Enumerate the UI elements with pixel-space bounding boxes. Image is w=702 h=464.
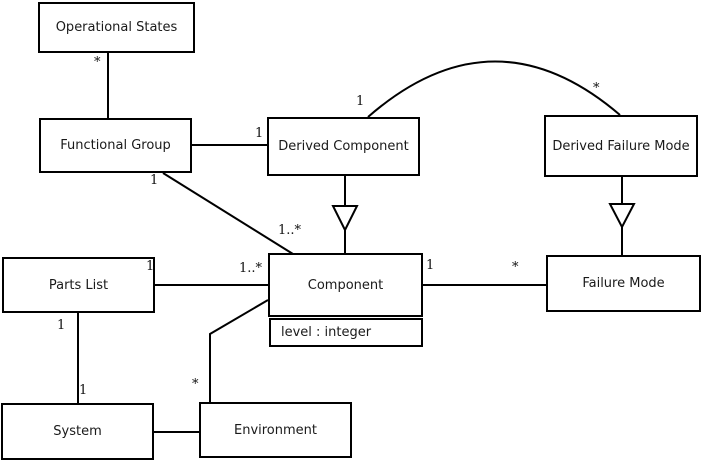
class-environment[interactable]: Environment <box>199 402 352 458</box>
class-name-label: Functional Group <box>60 138 171 153</box>
class-name-label: Operational States <box>55 20 178 35</box>
class-parts-list[interactable]: Parts List <box>2 257 155 313</box>
multiplicity-label: 1 <box>146 259 155 274</box>
multiplicity-label: * <box>593 81 600 96</box>
association-line-environment-component <box>209 299 269 402</box>
generalization-arrow-icon <box>331 205 359 233</box>
association-arc-dc-dfm <box>367 60 621 118</box>
multiplicity-label: 1 <box>150 173 159 188</box>
class-name-label: Environment <box>233 422 317 438</box>
multiplicity-label: 1 <box>79 383 88 398</box>
class-system[interactable]: System <box>1 403 154 460</box>
class-name-label: Component <box>307 277 384 293</box>
class-component-attributes[interactable]: level : integer <box>269 318 423 347</box>
multiplicity-label: 1 <box>356 94 365 109</box>
multiplicity-label: * <box>192 377 199 392</box>
multiplicity-label: * <box>512 260 519 275</box>
class-name-label: Parts List <box>48 277 109 293</box>
class-derived-failure-mode[interactable]: Derived Failure Mode <box>544 115 698 177</box>
class-name-label: System <box>53 424 102 439</box>
multiplicity-label: * <box>94 55 101 70</box>
class-name-label: Derived Failure Mode <box>552 138 690 154</box>
class-functional-group[interactable]: Functional Group <box>39 118 192 173</box>
class-name-label: Derived Component <box>278 139 409 154</box>
multiplicity-label: 1..* <box>239 261 263 276</box>
multiplicity-label: 1 <box>57 318 66 333</box>
multiplicity-label: 1 <box>255 126 264 141</box>
multiplicity-label: 1 <box>426 258 435 273</box>
class-failure-mode[interactable]: Failure Mode <box>546 255 701 312</box>
association-line-fg-component <box>162 172 294 255</box>
class-name-label: Failure Mode <box>582 276 665 291</box>
multiplicity-label: 1..* <box>278 223 302 238</box>
class-operational-states[interactable]: Operational States <box>38 2 195 53</box>
class-component[interactable]: Component <box>268 253 423 317</box>
attribute-label: level : integer <box>281 325 372 340</box>
generalization-arrow-icon <box>608 203 636 230</box>
class-derived-component[interactable]: Derived Component <box>267 117 420 176</box>
